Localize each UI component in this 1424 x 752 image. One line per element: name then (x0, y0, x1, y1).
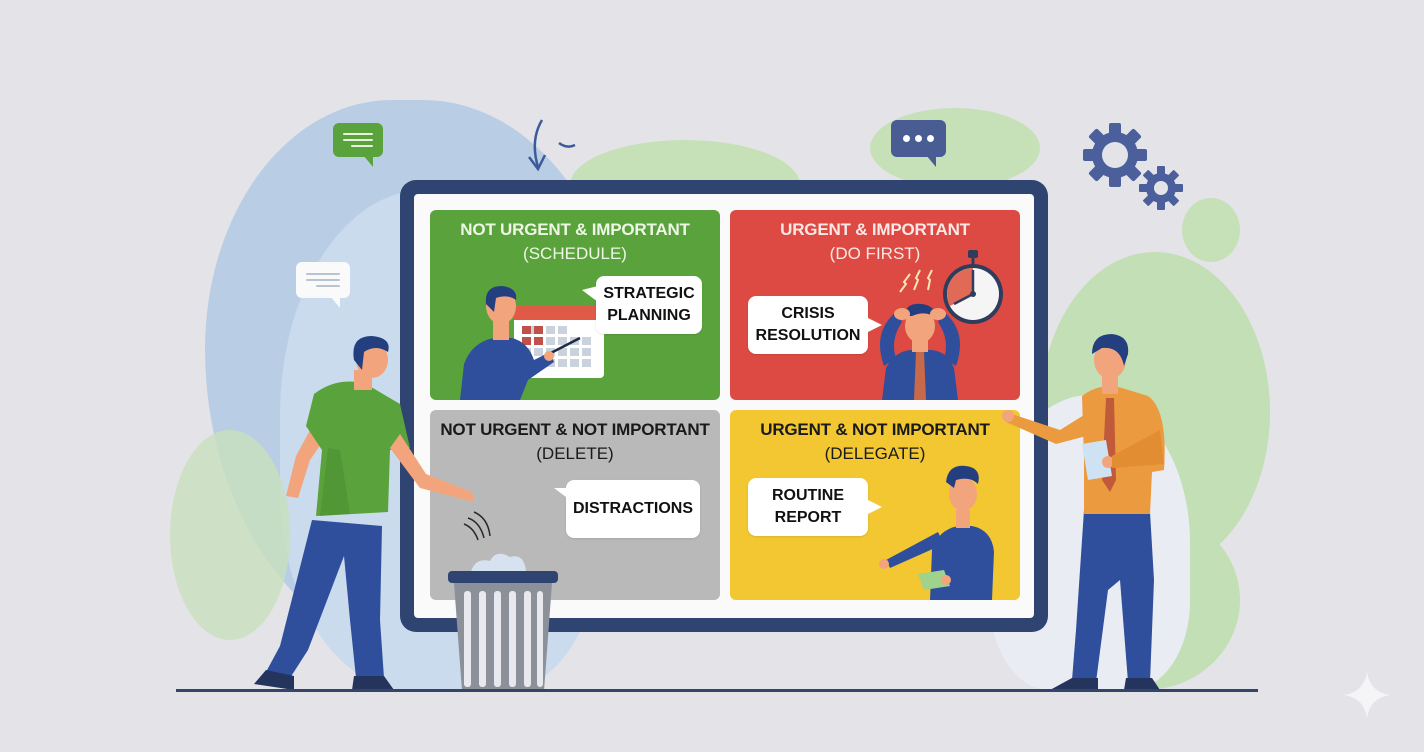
floor-line (176, 689, 1258, 692)
gears-icon (1083, 123, 1183, 210)
quadrant-do-first: URGENT & IMPORTANT (DO FIRST) (730, 210, 1020, 400)
white-chat-icon (296, 262, 350, 308)
person-orange-shirt-figure (1002, 334, 1165, 690)
quadrant-action: (SCHEDULE) (523, 244, 627, 263)
quadrant-delegate: URGENT & NOT IMPORTANT (DELEGATE) ROUTIN… (730, 410, 1020, 600)
quadrant-action: (DELETE) (536, 444, 614, 463)
speech-bubble-strategic-planning: STRATEGIC PLANNING (582, 276, 702, 334)
curved-arrow-icon (528, 119, 576, 172)
speech-bubble-crisis-resolution: CRISIS RESOLUTION (748, 296, 882, 354)
speech-bubble-distractions: DISTRACTIONS (554, 480, 700, 538)
sparkle-icon (1344, 672, 1390, 718)
stress-marks-icon (899, 269, 933, 293)
quadrant-delete: NOT URGENT & NOT IMPORTANT (DELETE) DIST… (430, 410, 720, 600)
quadrant-action: (DELEGATE) (824, 444, 926, 463)
trash-can-icon (448, 553, 558, 691)
quadrant-action: (DO FIRST) (829, 244, 921, 263)
background-blob-green-left (170, 430, 290, 640)
person-delegating-figure (879, 465, 994, 600)
quadrant-title: URGENT & NOT IMPORTANT (760, 420, 990, 439)
speech-bubble-routine-report: ROUTINE REPORT (748, 478, 882, 536)
background-blob-green-small (1182, 198, 1240, 262)
green-chat-icon (333, 123, 383, 167)
chat-dots-icon (891, 120, 946, 167)
stopwatch-icon (943, 250, 1003, 324)
stressed-person-figure (880, 303, 960, 400)
board-surface: NOT URGENT & IMPORTANT (SCHEDULE) (414, 194, 1034, 618)
quadrant-schedule: NOT URGENT & IMPORTANT (SCHEDULE) (430, 210, 720, 400)
toss-motion-lines-icon (463, 511, 491, 541)
person-green-shirt-figure (254, 336, 474, 690)
priority-matrix-board: NOT URGENT & IMPORTANT (SCHEDULE) (400, 180, 1048, 632)
quadrant-title: URGENT & IMPORTANT (780, 220, 970, 239)
quadrant-title: NOT URGENT & NOT IMPORTANT (440, 420, 710, 439)
quadrant-title: NOT URGENT & IMPORTANT (460, 220, 690, 239)
person-planning-figure (460, 286, 581, 400)
